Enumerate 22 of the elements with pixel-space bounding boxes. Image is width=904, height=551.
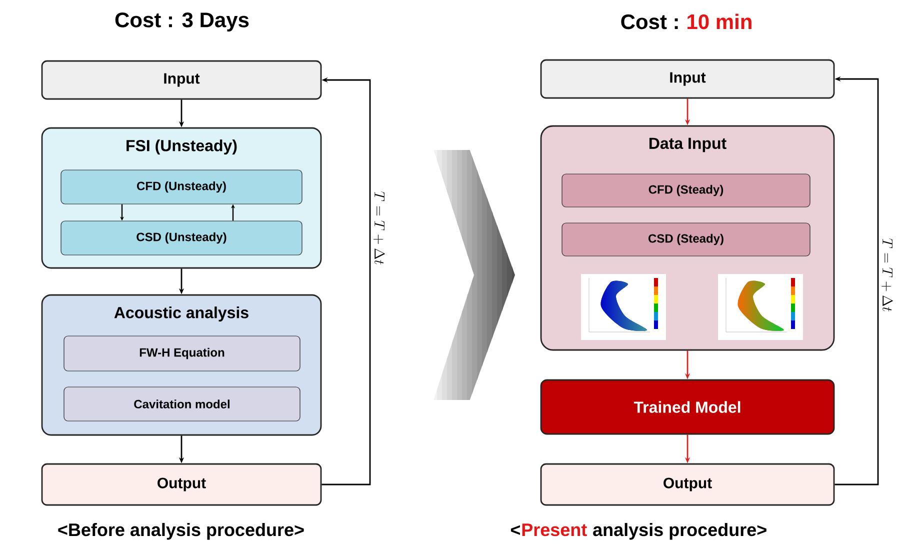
process-box: Trained Model [540, 379, 835, 435]
process-box: Cavitation model [64, 386, 300, 422]
process-box: Output [41, 463, 322, 506]
caption: < [510, 525, 520, 535]
edge-label: $T = T + \Delta t$ [374, 192, 385, 264]
heatmap-drawing [718, 274, 804, 340]
caption: <Before analysis procedure> [58, 522, 304, 540]
caption-highlight: Present [522, 524, 587, 536]
edge-label: $T = T + \Delta t$ [882, 238, 893, 312]
process-box: FW-H Equation [64, 336, 300, 372]
title: Cost : [621, 14, 678, 30]
process-box: CFD (Steady) [562, 174, 810, 208]
process-box: CSD (Steady) [562, 222, 810, 256]
heatmap-drawing [581, 274, 666, 340]
process-box: Input [540, 59, 835, 99]
process-box: CFD (Unsteady) [60, 170, 302, 204]
process-box: Input [41, 60, 322, 100]
title-value: 10 min [688, 14, 752, 30]
title: Cost : 3 Days [115, 12, 249, 32]
process-box: Output [540, 463, 835, 506]
caption: analysis procedure> [593, 522, 766, 540]
process-box: CSD (Unsteady) [60, 220, 302, 256]
